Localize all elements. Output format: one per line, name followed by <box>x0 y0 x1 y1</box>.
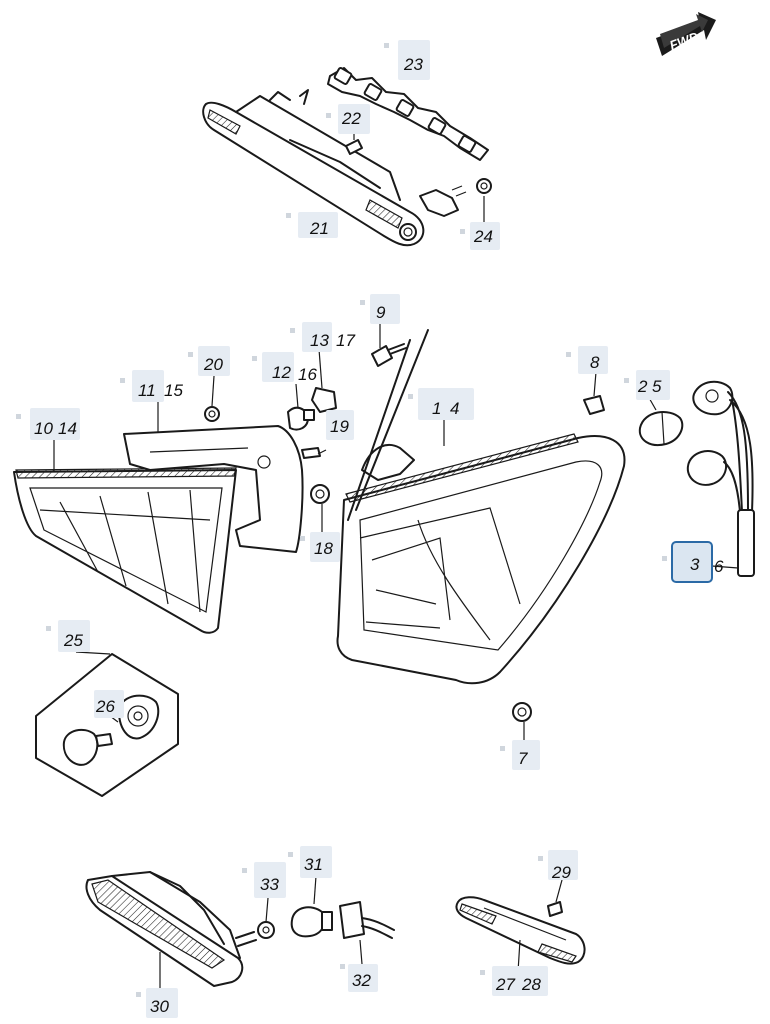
svg-text:10: 10 <box>34 419 53 438</box>
svg-text:11: 11 <box>138 381 156 400</box>
callout-18: 18 <box>300 532 340 562</box>
svg-text:6: 6 <box>714 557 724 576</box>
svg-text:28: 28 <box>521 975 541 994</box>
svg-text:22: 22 <box>341 109 361 128</box>
svg-text:26: 26 <box>95 697 115 716</box>
callout-25: 25 <box>46 620 90 652</box>
callout-31: 31 <box>288 846 332 878</box>
callout-9: 9 <box>360 294 400 324</box>
socket-harness-3 <box>686 380 755 577</box>
bulb-12 <box>287 383 315 431</box>
screw-20 <box>204 375 220 422</box>
callout-3-highlight <box>671 541 713 583</box>
svg-text:23: 23 <box>403 55 423 74</box>
callout-11-15: 11 15 <box>120 370 183 402</box>
svg-text:14: 14 <box>58 419 77 438</box>
callout-10-14: 10 14 <box>16 408 80 440</box>
svg-text:30: 30 <box>150 997 169 1016</box>
svg-text:12: 12 <box>272 363 291 382</box>
socket-32 <box>339 901 395 965</box>
reflector <box>455 896 586 973</box>
svg-text:13: 13 <box>310 331 329 350</box>
callout-29: 29 <box>538 850 578 882</box>
callout-20: 20 <box>188 346 230 376</box>
callout-26: 26 <box>94 690 124 718</box>
left-inner-lamp <box>13 467 237 634</box>
svg-text:18: 18 <box>314 539 333 558</box>
nut-24 <box>476 178 492 222</box>
callout-3-6: 3 6 <box>662 541 724 583</box>
svg-text:20: 20 <box>203 355 223 374</box>
svg-text:15: 15 <box>164 381 183 400</box>
bulb-2 <box>638 395 684 446</box>
clip-18 <box>310 484 330 532</box>
svg-text:25: 25 <box>63 631 83 650</box>
left-lamp-gasket <box>123 425 304 553</box>
svg-text:4: 4 <box>450 399 459 418</box>
callout-7: 7 <box>500 740 540 770</box>
callout-32: 32 <box>340 964 378 992</box>
callout-12: 12 <box>252 352 294 382</box>
callout-27-28: 27 28 <box>480 966 548 996</box>
rear-combination-lamp <box>336 329 626 685</box>
svg-text:2: 2 <box>637 377 648 396</box>
svg-text:21: 21 <box>309 219 329 238</box>
svg-text:16: 16 <box>298 365 317 384</box>
callout-30: 30 <box>136 988 178 1018</box>
detail-inset <box>35 651 179 797</box>
callout-33: 33 <box>242 862 286 898</box>
callout-21: 21 <box>286 212 338 238</box>
svg-text:33: 33 <box>260 875 279 894</box>
svg-text:29: 29 <box>551 863 571 882</box>
bolt-9 <box>371 324 407 367</box>
callout-16: 16 <box>298 365 317 384</box>
high-mount-stop-lamp <box>202 89 425 247</box>
svg-text:8: 8 <box>590 353 600 372</box>
callout-8: 8 <box>566 346 608 374</box>
svg-text:27: 27 <box>495 975 515 994</box>
callout-24: 24 <box>460 222 500 250</box>
svg-text:5: 5 <box>652 377 662 396</box>
callout-19: 19 <box>326 410 354 440</box>
svg-text:7: 7 <box>518 749 528 768</box>
svg-text:9: 9 <box>376 303 386 322</box>
svg-text:24: 24 <box>473 227 493 246</box>
nut-8 <box>583 371 605 415</box>
svg-text:19: 19 <box>330 417 349 436</box>
nut-33 <box>257 897 275 939</box>
svg-text:1: 1 <box>432 399 441 418</box>
fwd-arrow-icon: FWD <box>656 12 716 56</box>
callout-23: 23 <box>384 40 430 80</box>
svg-text:3: 3 <box>690 555 700 574</box>
svg-text:31: 31 <box>304 855 323 874</box>
backup-lamp <box>85 871 257 990</box>
bulb-31 <box>290 875 333 938</box>
svg-text:32: 32 <box>352 971 371 990</box>
callout-22: 22 <box>326 104 370 134</box>
clip-7 <box>512 702 532 744</box>
clip-19 <box>301 447 327 459</box>
screw-29 <box>547 879 563 917</box>
callout-13-17: 13 17 <box>290 322 355 352</box>
lamp-socket-harness <box>327 67 489 217</box>
svg-text:17: 17 <box>336 331 355 350</box>
